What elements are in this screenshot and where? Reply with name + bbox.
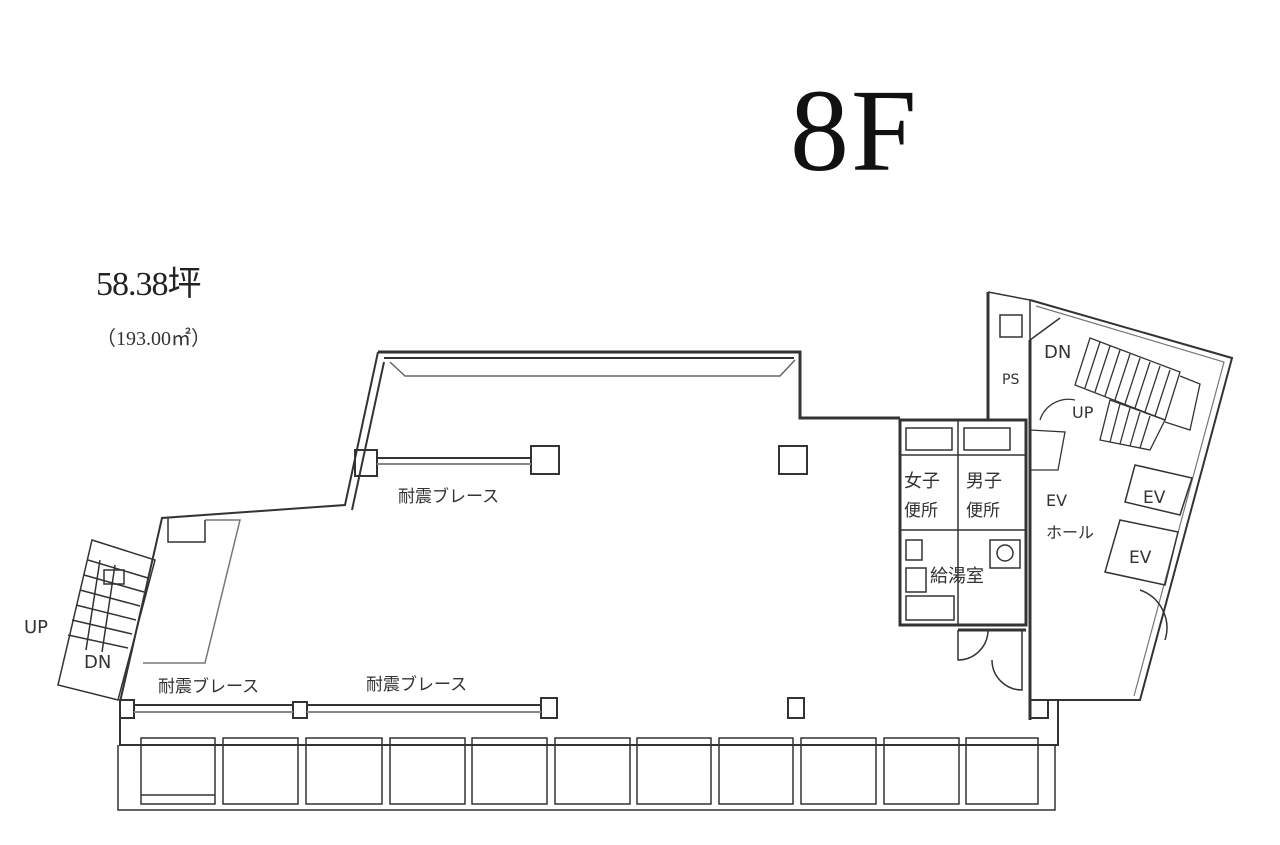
kitchenette-label: 給湯室 (930, 566, 984, 587)
mens-toilet-label-1: 男子 (966, 471, 1002, 492)
elevator-label-1: EV (1143, 488, 1166, 508)
office-outline (119, 350, 1059, 746)
womens-toilet-label-1: 女子 (904, 471, 940, 492)
brace-label-bottom-right: 耐震ブレース (366, 674, 467, 695)
columns (119, 445, 1049, 719)
right-stair-down-label: DN (1044, 342, 1071, 363)
brace-label-top: 耐震ブレース (398, 486, 499, 507)
elevator-label-2: EV (1129, 548, 1152, 568)
left-stair-down-label: DN (84, 652, 111, 673)
service-core (898, 418, 1028, 691)
area-tsubo: 58.38坪 (96, 266, 201, 303)
floor-title: 8F (790, 65, 919, 196)
ev-hall-label-2: ホール (1046, 523, 1094, 542)
stair-ev-block (1028, 299, 1234, 720)
brace-label-bottom-left: 耐震ブレース (158, 676, 259, 697)
plan-labels: 耐震ブレース 耐震ブレース 耐震ブレース UP DN DN UP PS 女子 便… (24, 342, 1166, 697)
womens-toilet-label-2: 便所 (904, 501, 938, 521)
right-stair-up-label: UP (1072, 403, 1094, 422)
ev-hall-label-1: EV (1046, 491, 1067, 510)
window-bays (117, 737, 1056, 811)
ps-label: PS (1002, 372, 1019, 388)
seismic-braces (134, 457, 541, 713)
left-stair-up-label: UP (24, 617, 48, 638)
left-stair (57, 539, 156, 701)
area-square-meters: （193.00㎡） (96, 328, 211, 350)
mens-toilet-label-2: 便所 (966, 501, 1000, 521)
